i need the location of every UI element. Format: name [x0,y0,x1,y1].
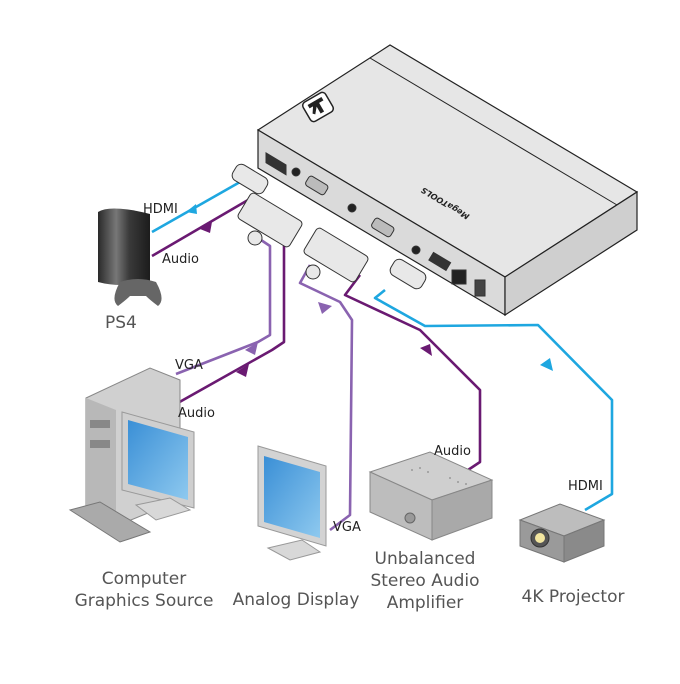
device-side [504,190,638,317]
device-label-amplifier-line3: Amplifier [386,593,464,613]
device-label-computer-line1: Computer [101,569,187,589]
device-label-amplifier-line1: Unbalanced [374,549,476,569]
arrow-vga-display [318,302,332,314]
arrow-hdmi-projector [540,358,553,371]
device-ports [265,152,486,297]
connectors [231,163,427,290]
cable-pc-vga [175,234,272,376]
arrow-audio-ps4 [200,222,212,233]
arrow-audio-amp [420,344,432,356]
projector [518,503,606,563]
device-label-analog-display: Analog Display [232,590,360,610]
arrow-vga-pc [245,342,258,355]
cable-projector-hdmi [373,288,614,512]
cable-label-pc-audio: Audio [178,406,215,421]
arrow-hdmi-ps4 [186,204,197,214]
device-label-computer-line2: Graphics Source [74,591,214,611]
computer [68,367,195,543]
cable-arrows [186,204,553,377]
cable-label-projector-hdmi: HDMI [568,479,603,494]
kramer-logo-icon [301,91,335,123]
megatools-device: MegaTOOLS [256,44,639,317]
cable-ps4-audio [151,198,249,258]
cable-label-pc-vga: VGA [175,358,203,373]
device-label-ps4: PS4 [105,313,137,333]
device-label-projector: 4K Projector [521,587,625,607]
cable-label-ps4-hdmi: HDMI [143,202,178,217]
device-label-amplifier-line2: Stereo Audio [370,571,480,591]
cable-label-ps4-audio: Audio [162,252,199,267]
cable-amp-audio [343,274,482,472]
cable-display-vga [298,264,354,532]
device-label-amplifier: Unbalanced Stereo Audio Amplifier [360,548,490,614]
analog-display [257,445,327,561]
ps4-console [98,208,162,306]
cable-label-display-vga: VGA [333,520,361,535]
cable-label-amp-audio: Audio [434,444,471,459]
keyboard [68,501,152,543]
device-label-computer: Computer Graphics Source [74,568,214,612]
amplifier [368,451,494,541]
arrow-audio-pc [236,364,249,377]
gamepad-icon [114,279,162,306]
